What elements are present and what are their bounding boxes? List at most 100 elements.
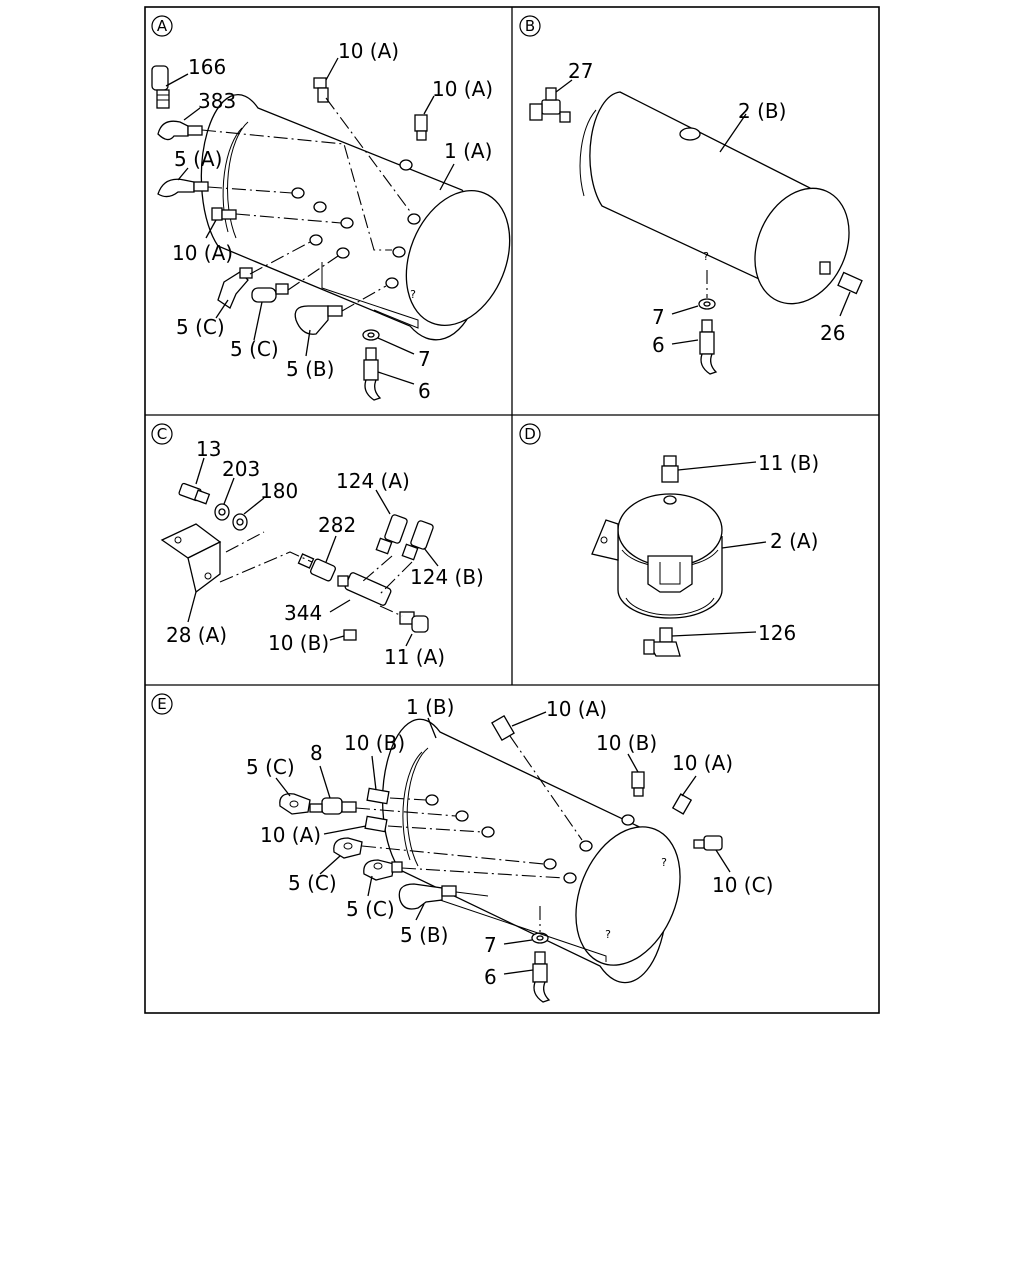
- plug-10a-e-top: [491, 714, 515, 742]
- label-5a: 5 (A): [174, 147, 222, 171]
- drain-valve-6e: [532, 951, 551, 1003]
- label-203: 203: [222, 457, 260, 481]
- label-11a: 11 (A): [384, 645, 445, 669]
- switch-124b: [401, 520, 434, 561]
- fitting-8: [309, 797, 357, 815]
- connector-11a: [399, 611, 429, 633]
- label-1b: 1 (B): [406, 695, 454, 719]
- washer-180: [232, 513, 248, 531]
- panel-badge-e: E: [151, 693, 173, 715]
- bracket-28a: [160, 523, 222, 594]
- panel-badge-c-text: C: [157, 425, 167, 443]
- tee-fitting-27: [529, 87, 571, 123]
- label-124a: 124 (A): [336, 469, 410, 493]
- elbow-5c-1: [217, 267, 253, 309]
- label-166: 166: [188, 55, 226, 79]
- air-tank-1a: ?: [200, 94, 511, 341]
- washer-7e: [531, 932, 549, 944]
- elbow-126: [643, 627, 681, 657]
- svg-text:?: ?: [661, 856, 667, 869]
- tank-ports-a: [291, 159, 421, 289]
- label-13: 13: [196, 437, 221, 461]
- elbow-5c-e2: [333, 837, 363, 859]
- panel-c: C: [151, 423, 484, 669]
- label-27: 27: [568, 59, 593, 83]
- label-124b: 124 (B): [410, 565, 484, 589]
- label-180: 180: [260, 479, 298, 503]
- washer-7b: [698, 298, 716, 310]
- tank-ports-e: [425, 794, 635, 884]
- label-8: 8: [310, 741, 323, 765]
- connector-11b: [661, 455, 679, 483]
- label-5c-e2: 5 (C): [288, 871, 337, 895]
- plug-10a-left: [211, 207, 237, 221]
- plug-10b-e1: [366, 787, 390, 805]
- elbow-5b: [294, 305, 343, 335]
- plug-10a-top2: [414, 114, 428, 141]
- label-26: 26: [820, 321, 845, 345]
- plug-10a-e-left: [364, 815, 388, 833]
- svg-text:?: ?: [410, 288, 416, 301]
- panel-badge-e-text: E: [157, 695, 166, 713]
- panel-d: D 11 (B) 2 (A) 126: [519, 423, 819, 657]
- label-5c-2: 5 (C): [230, 337, 279, 361]
- bolt-282: [297, 553, 336, 582]
- elbow-383: [157, 120, 203, 141]
- stud-13: [178, 482, 211, 505]
- label-10a-e-left: 10 (A): [260, 823, 321, 847]
- label-1a: 1 (A): [444, 139, 492, 163]
- drain-valve-6a: [363, 347, 382, 401]
- label-126: 126: [758, 621, 796, 645]
- label-10b-e1: 10 (B): [344, 731, 405, 755]
- panel-badge-d-text: D: [524, 425, 536, 443]
- label-10a-e-right: 10 (A): [672, 751, 733, 775]
- label-10a-top2: 10 (A): [432, 77, 493, 101]
- air-tank-2a: [591, 493, 723, 619]
- panel-badge-b-text: B: [525, 17, 535, 35]
- label-10c: 10 (C): [712, 873, 773, 897]
- label-10a-left: 10 (A): [172, 241, 233, 265]
- panel-badge-d: D: [519, 423, 541, 445]
- label-5b: 5 (B): [286, 357, 334, 381]
- manifold-344: [337, 572, 392, 606]
- label-2b: 2 (B): [738, 99, 786, 123]
- drain-valve-6b: [699, 319, 718, 375]
- elbow-5a: [157, 178, 209, 198]
- label-5b-e: 5 (B): [400, 923, 448, 947]
- plug-10b-c: [343, 629, 357, 641]
- label-5c-e3: 5 (C): [346, 897, 395, 921]
- switch-124a: [375, 514, 408, 555]
- tee-5c-2: [251, 283, 289, 303]
- label-11b: 11 (B): [758, 451, 819, 475]
- elbow-5c-e3: [363, 859, 403, 881]
- elbow-5b-e: [398, 883, 457, 910]
- bolt-10c: [693, 835, 723, 851]
- nut-203: [214, 503, 230, 521]
- label-7a: 7: [418, 347, 431, 371]
- label-6b: 6: [652, 333, 665, 357]
- panel-badge-a-text: A: [157, 17, 168, 35]
- panel-badge-a: A: [151, 15, 173, 37]
- panel-badge-c: C: [151, 423, 173, 445]
- panel-b: B ?: [519, 15, 863, 375]
- plug-10b-e2: [631, 771, 645, 797]
- label-344: 344: [284, 601, 322, 625]
- plug-26: [819, 261, 863, 295]
- panel-e: E ? ?: [151, 693, 773, 1003]
- label-10b-e2: 10 (B): [596, 731, 657, 755]
- plug-10a-e-right: [671, 793, 693, 815]
- sensor-166: [151, 65, 170, 109]
- svg-text:?: ?: [605, 928, 611, 941]
- label-2a: 2 (A): [770, 529, 818, 553]
- svg-text:?: ?: [703, 250, 709, 263]
- label-7e: 7: [484, 933, 497, 957]
- washer-7a: [362, 329, 380, 341]
- label-383: 383: [198, 89, 236, 113]
- label-5c-1: 5 (C): [176, 315, 225, 339]
- label-10a-e-top: 10 (A): [546, 697, 607, 721]
- elbow-5c-e1: [279, 793, 311, 815]
- label-7b: 7: [652, 305, 665, 329]
- panel-badge-b: B: [519, 15, 541, 37]
- air-tank-2b: ?: [579, 91, 850, 305]
